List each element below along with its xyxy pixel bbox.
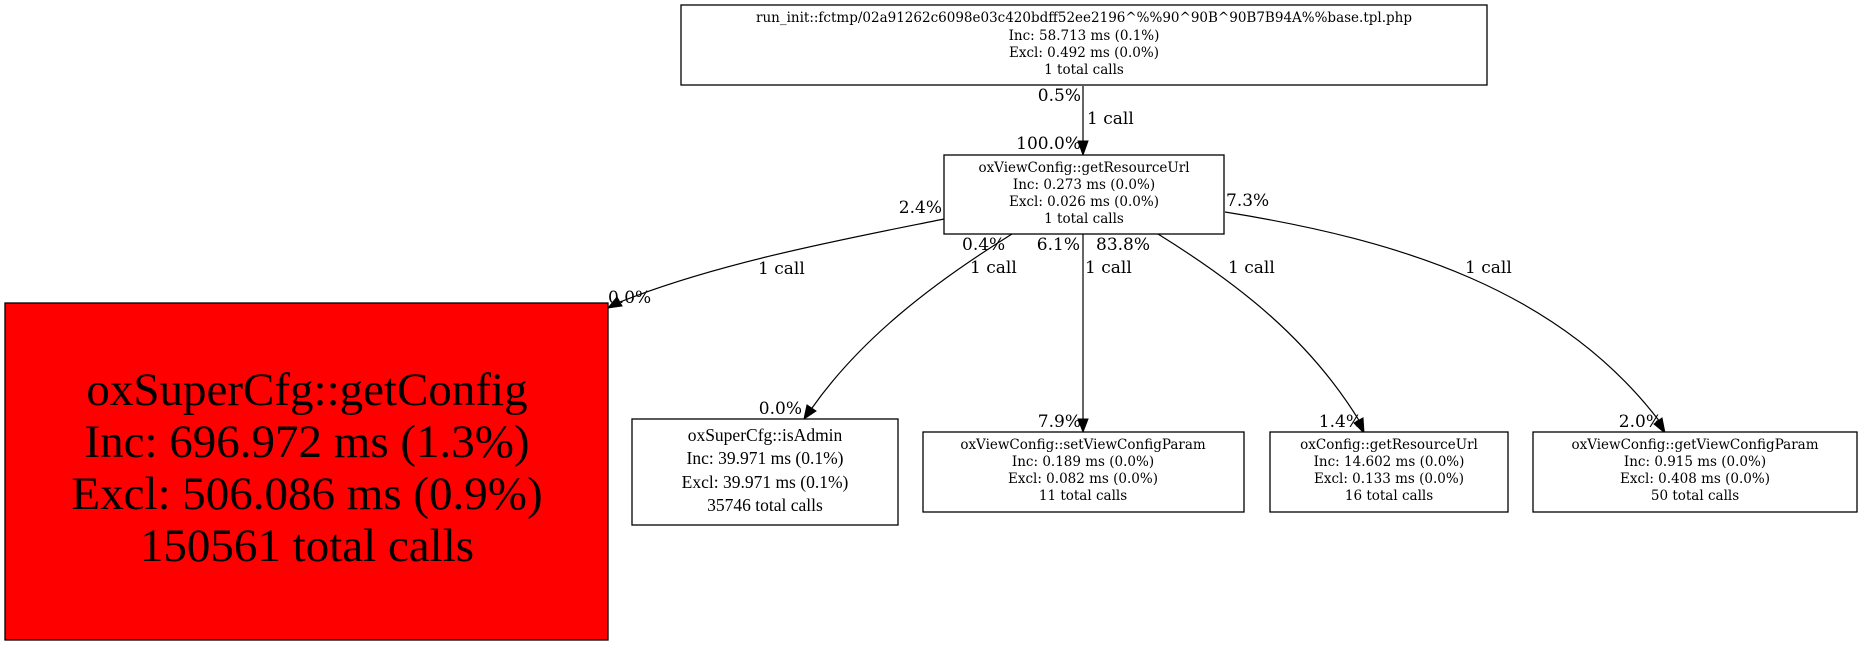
node-title: oxViewConfig::getViewConfigParam [1571,437,1818,453]
node-calls: 11 total calls [1039,488,1127,504]
node-calls: 16 total calls [1345,488,1433,504]
edge-head-pct: 0.0% [759,399,802,419]
node-excl: Excl: 0.082 ms (0.0%) [1008,471,1158,487]
node-title: oxViewConfig::setViewConfigParam [960,437,1206,453]
edges: 0.5% 1 call 100.0% 2.4% 1 call 0.0% 0.4%… [606,86,1666,435]
edge-label: 1 call [758,259,805,279]
node-oxsupercfg-isadmin[interactable]: oxSuperCfg::isAdmin Inc: 39.971 ms (0.1%… [631,418,899,526]
edge-line [811,233,1013,409]
arrowhead-icon [1353,417,1365,435]
edge-run-init-to-getresourceurl[interactable]: 0.5% 1 call 100.0% [1016,86,1134,157]
node-calls: 50 total calls [1651,488,1739,504]
node-title: oxConfig::getResourceUrl [1300,437,1478,453]
arrowhead-icon [1077,140,1089,157]
edge-to-getconfig[interactable]: 2.4% 1 call 0.0% [606,198,945,309]
edge-line [1157,233,1361,423]
node-excl: Excl: 0.026 ms (0.0%) [1009,194,1159,210]
edge-tail-pct: 83.8% [1096,235,1150,255]
node-oxviewconfig-getviewconfigparam[interactable]: oxViewConfig::getViewConfigParam Inc: 0.… [1532,431,1858,513]
node-inc: Inc: 58.713 ms (0.1%) [1009,28,1160,44]
edge-label: 1 call [1087,109,1134,129]
node-inc: Inc: 0.915 ms (0.0%) [1624,454,1766,470]
node-title: oxViewConfig::getResourceUrl [978,160,1189,176]
node-calls: 150561 total calls [140,520,474,572]
arrowhead-icon [606,296,623,309]
edge-label: 1 call [1228,258,1275,278]
node-inc: Inc: 39.971 ms (0.1%) [687,448,844,468]
arrowhead-icon [1653,417,1666,435]
edge-line [1224,211,1661,423]
node-box [943,154,1225,235]
edge-tail-pct: 6.1% [1037,235,1080,255]
node-oxconfig-getresourceurl[interactable]: oxConfig::getResourceUrl Inc: 14.602 ms … [1269,431,1509,513]
arrowhead-icon [803,404,817,421]
edge-tail-pct: 2.4% [899,198,942,218]
node-title: oxSuperCfg::isAdmin [688,425,843,445]
node-excl: Excl: 506.086 ms (0.9%) [71,468,542,520]
node-box [1532,431,1858,513]
edge-to-setviewconfigparam[interactable]: 6.1% 1 call 7.9% [1037,234,1132,434]
edge-line [619,218,945,303]
edge-to-isadmin[interactable]: 0.4% 1 call 0.0% [759,233,1017,421]
edge-to-getviewconfigparam[interactable]: 7.3% 1 call 2.0% [1224,191,1666,435]
node-inc: Inc: 696.972 ms (1.3%) [84,416,529,468]
node-calls: 1 total calls [1044,211,1124,227]
node-box [4,302,609,641]
node-box [631,418,899,526]
arrowhead-icon [1077,418,1089,434]
edge-label: 1 call [970,258,1017,278]
edge-tail-pct: 0.4% [962,235,1005,255]
node-calls: 35746 total calls [707,495,823,515]
node-box [1269,431,1509,513]
edge-head-pct: 100.0% [1016,134,1081,154]
node-run-init[interactable]: run_init::fctmp/02a91262c6098e03c420bdff… [680,4,1488,86]
node-calls: 1 total calls [1044,62,1124,78]
edge-label: 1 call [1085,258,1132,278]
node-inc: Inc: 0.189 ms (0.0%) [1012,454,1154,470]
node-title: oxSuperCfg::getConfig [86,364,527,416]
node-excl: Excl: 0.492 ms (0.0%) [1009,45,1159,61]
node-inc: Inc: 14.602 ms (0.0%) [1314,454,1465,470]
edge-head-pct: 7.9% [1038,412,1081,432]
node-excl: Excl: 0.408 ms (0.0%) [1620,471,1770,487]
edge-to-config-getresourceurl[interactable]: 83.8% 1 call 1.4% [1096,233,1365,435]
nodes: run_init::fctmp/02a91262c6098e03c420bdff… [4,4,1858,641]
edge-tail-pct: 7.3% [1226,191,1269,211]
node-box [680,4,1488,86]
node-oxviewconfig-getresourceurl[interactable]: oxViewConfig::getResourceUrl Inc: 0.273 … [943,154,1225,235]
edge-head-pct: 2.0% [1619,412,1662,432]
node-oxsupercfg-getconfig[interactable]: oxSuperCfg::getConfig Inc: 696.972 ms (1… [4,302,609,641]
edge-tail-pct: 0.5% [1038,86,1081,106]
edge-label: 1 call [1465,258,1512,278]
edge-head-pct: 0.0% [608,288,651,308]
node-box [922,431,1245,513]
node-title: run_init::fctmp/02a91262c6098e03c420bdff… [756,10,1412,26]
node-inc: Inc: 0.273 ms (0.0%) [1013,177,1155,193]
node-excl: Excl: 39.971 ms (0.1%) [682,472,849,492]
node-excl: Excl: 0.133 ms (0.0%) [1314,471,1464,487]
edge-head-pct: 1.4% [1319,412,1362,432]
node-oxviewconfig-setviewconfigparam[interactable]: oxViewConfig::setViewConfigParam Inc: 0.… [922,431,1245,513]
